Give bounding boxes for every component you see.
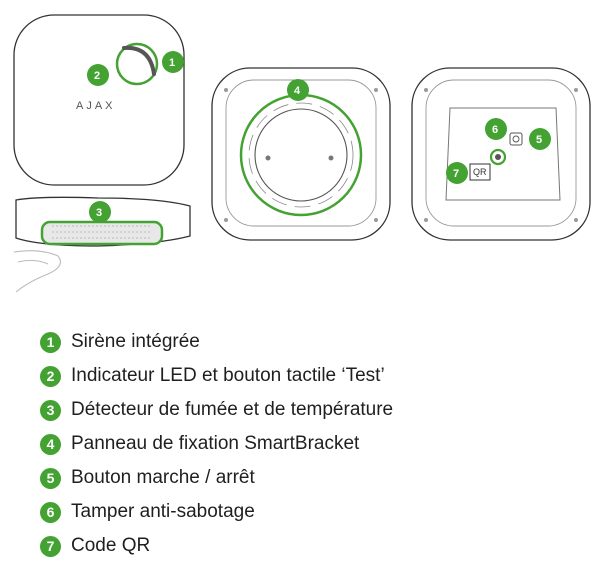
callout-2: 2: [87, 64, 109, 86]
legend-number: 1: [40, 331, 61, 353]
legend-item: 6 Tamper anti-sabotage: [40, 495, 560, 529]
legend-number: 4: [40, 433, 61, 455]
legend-number: 7: [40, 535, 61, 557]
legend-item: 3 Détecteur de fumée et de température: [40, 393, 560, 427]
legend-text: Sirène intégrée: [71, 331, 200, 352]
legend-item: 5 Bouton marche / arrêt: [40, 461, 560, 495]
legend-number: 5: [40, 467, 61, 489]
legend-text: Indicateur LED et bouton tactile ‘Test’: [71, 365, 385, 386]
rear-view: QR: [411, 67, 591, 241]
legend-text: Détecteur de fumée et de température: [71, 399, 394, 420]
callout-1: 1: [162, 51, 184, 73]
callout-badges: 1 2 3 4 5 6 7: [87, 51, 551, 223]
callout-3: 3: [89, 201, 111, 223]
legend-item: 4 Panneau de fixation SmartBracket: [40, 427, 560, 461]
brand-logo: AJAX: [76, 100, 116, 112]
legend-text: Code QR: [71, 535, 151, 556]
svg-text:7: 7: [453, 168, 459, 180]
legend-item: 1 Sirène intégrée: [40, 325, 560, 359]
front-view: AJAX: [13, 14, 185, 186]
legend: 1 Sirène intégrée 2 Indicateur LED et bout…: [40, 325, 560, 563]
svg-text:1: 1: [169, 57, 175, 69]
callout-4: 4: [287, 79, 309, 101]
callout-6: 6: [485, 118, 507, 140]
qr-code-label: QR: [473, 167, 487, 177]
legend-text: Bouton marche / arrêt: [71, 467, 255, 488]
legend-text: Tamper anti-sabotage: [71, 501, 255, 522]
legend-item: 2 Indicateur LED et bouton tactile ‘Test’: [40, 359, 560, 393]
device-diagram: AJAX QR: [13, 14, 591, 293]
legend-item: 7 Code QR: [40, 529, 560, 563]
svg-text:3: 3: [96, 207, 102, 219]
svg-text:4: 4: [294, 85, 301, 97]
legend-number: 3: [40, 399, 61, 421]
callout-7: 7: [446, 162, 468, 184]
svg-text:5: 5: [536, 134, 542, 146]
callout-5: 5: [529, 128, 551, 150]
svg-text:2: 2: [94, 70, 100, 82]
svg-text:6: 6: [492, 124, 498, 136]
legend-text: Panneau de fixation SmartBracket: [71, 433, 360, 454]
legend-number: 2: [40, 365, 61, 387]
legend-number: 6: [40, 501, 61, 523]
